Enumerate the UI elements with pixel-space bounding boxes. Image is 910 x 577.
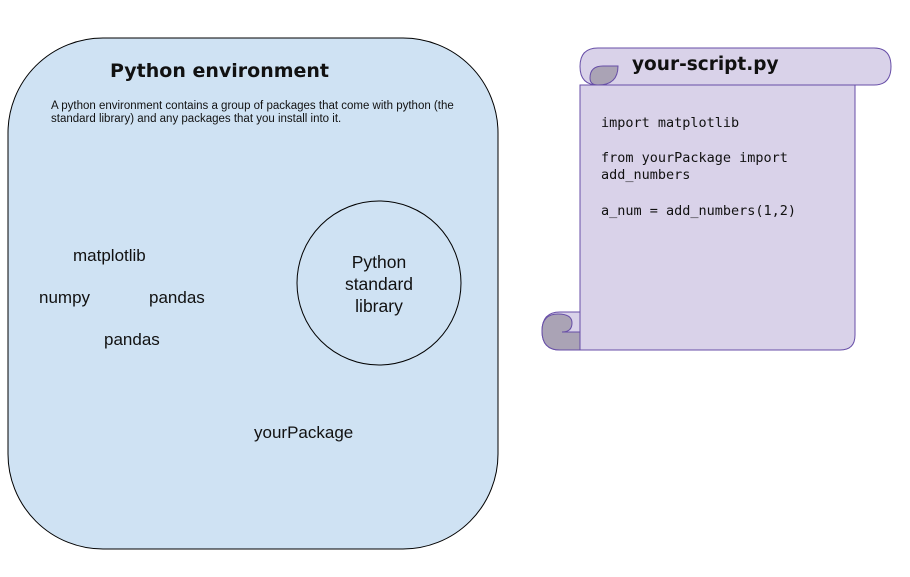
- scroll-top-banner: [579, 47, 892, 86]
- standard-library-circle: [296, 200, 462, 366]
- package-pandas: pandas: [149, 288, 205, 307]
- standard-library-line: library: [355, 296, 403, 316]
- package-pandas-second: pandas: [104, 330, 160, 349]
- code-line: from yourPackage import: [601, 150, 788, 166]
- standard-library-line: Python: [351, 252, 407, 272]
- standard-library-label: Python standard library: [298, 251, 460, 317]
- scroll-bottom-curl: [541, 313, 581, 351]
- package-your-package: yourPackage: [254, 423, 354, 442]
- script-title: your-script.py: [632, 54, 779, 75]
- scroll-top-curl: [589, 65, 619, 86]
- environment-box: [7, 37, 499, 550]
- package-numpy: numpy: [39, 288, 91, 307]
- code-line: import matplotlib: [601, 115, 740, 131]
- code-line: add_numbers: [601, 167, 691, 183]
- package-matplotlib: matplotlib: [73, 246, 146, 265]
- standard-library-line: standard: [344, 274, 414, 294]
- environment-title: Python environment: [110, 60, 330, 82]
- code-line: a_num = add_numbers(1,2): [601, 203, 797, 219]
- environment-description: A python environment contains a group of…: [51, 100, 454, 125]
- script-scroll: [541, 47, 892, 351]
